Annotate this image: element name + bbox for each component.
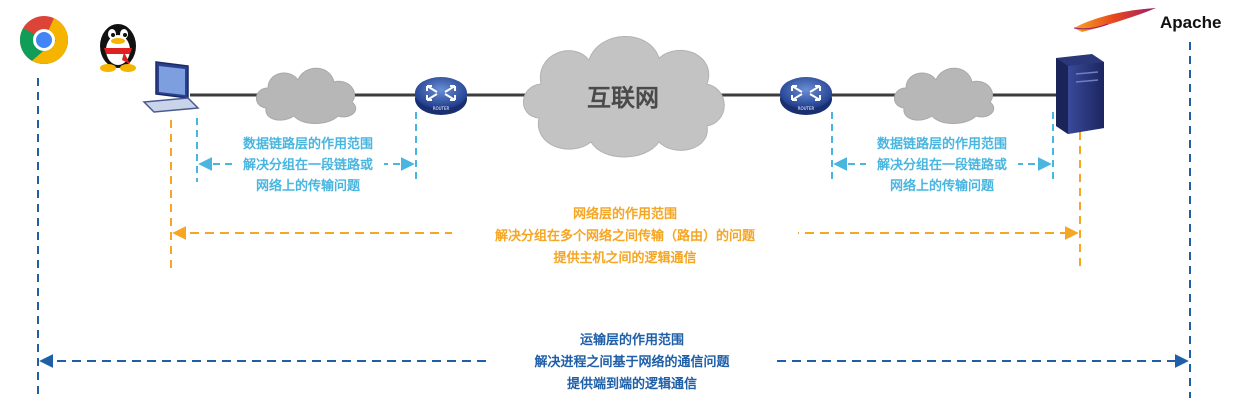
qq-penguin-icon [100,24,136,72]
network-layer-line-3: 提供主机之间的逻辑通信 [553,250,696,266]
internet-cloud: 互联网 [523,36,725,158]
chrome-icon [19,16,69,65]
datalink-right-line-2: 解决分组在一段链路或 [876,157,1007,173]
cloud-icon [256,67,357,124]
datalink-scope-right: 数据链路层的作用范围 解决分组在一段链路或 网络上的传输问题 [833,130,1052,198]
transport-layer-line-1: 运输层的作用范围 [580,332,684,348]
datalink-left-line-1: 数据链路层的作用范围 [243,136,373,152]
datalink-left-line-3: 网络上的传输问题 [256,178,361,194]
transport-layer-scope: 运输层的作用范围 解决进程之间基于网络的通信问题 提供端到端的逻辑通信 [39,328,1189,396]
router-label: ROUTER [798,106,815,111]
apache-feather-icon [1073,8,1156,32]
network-layer-scope: 网络层的作用范围 解决分组在多个网络之间传输（路由）的问题 提供主机之间的逻辑通… [172,202,1079,270]
router-icon: ROUTER [415,77,467,115]
transport-layer-line-2: 解决进程之间基于网络的通信问题 [533,354,730,370]
datalink-right-line-3: 网络上的传输问题 [890,178,995,194]
datalink-left-line-2: 解决分组在一段链路或 [242,157,373,173]
network-layer-line-1: 网络层的作用范围 [573,206,677,222]
guide-lines [37,42,1191,398]
internet-label: 互联网 [587,84,659,112]
server-icon [1056,54,1104,134]
datalink-right-line-1: 数据链路层的作用范围 [877,136,1007,152]
laptop-icon [142,61,200,113]
router-icon: ROUTER [780,77,832,115]
router-label: ROUTER [433,106,450,111]
cloud-icon [894,67,995,124]
apache-label: Apache [1160,13,1221,32]
datalink-scope-left: 数据链路层的作用范围 解决分组在一段链路或 网络上的传输问题 [198,130,415,198]
network-layer-line-2: 解决分组在多个网络之间传输（路由）的问题 [494,228,756,244]
transport-layer-line-3: 提供端到端的逻辑通信 [567,376,697,392]
